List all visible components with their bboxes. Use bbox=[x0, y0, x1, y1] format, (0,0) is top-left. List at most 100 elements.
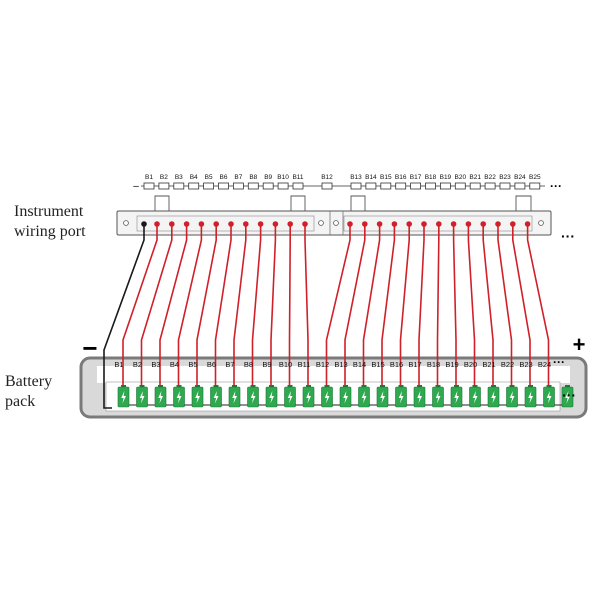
wire-b13 bbox=[344, 224, 366, 386]
fuse-16 bbox=[395, 182, 407, 190]
fuse-label: B12 bbox=[321, 174, 333, 181]
fuse-label: B15 bbox=[380, 174, 392, 181]
wire-b10 bbox=[288, 224, 291, 386]
wire-b22 bbox=[497, 224, 513, 386]
pin-dot bbox=[495, 221, 501, 227]
instrument-port bbox=[116, 195, 552, 236]
pack-label-line-2: pack bbox=[5, 393, 36, 410]
wire-b5 bbox=[196, 224, 217, 386]
cell-label: B9 bbox=[262, 360, 271, 369]
fuse-6 bbox=[218, 182, 229, 190]
cell-label: B3 bbox=[151, 360, 160, 369]
fuse-4 bbox=[188, 182, 200, 190]
wire-b17 bbox=[418, 224, 425, 386]
port-tab bbox=[350, 195, 366, 211]
wire-b8 bbox=[251, 224, 262, 386]
fuse-5 bbox=[203, 182, 215, 190]
wire-b2 bbox=[140, 224, 173, 386]
fuse-label: B24 bbox=[514, 174, 526, 181]
fuse-label: B22 bbox=[484, 174, 496, 181]
pin-dot bbox=[228, 221, 234, 227]
pin-dot bbox=[141, 221, 147, 227]
wire-b11 bbox=[304, 224, 309, 386]
fuse-label: B5 bbox=[205, 174, 213, 181]
pin-dot bbox=[213, 221, 219, 227]
cell-cap bbox=[565, 385, 570, 387]
cell-label: B11 bbox=[298, 360, 311, 369]
cell-label: B12 bbox=[316, 360, 329, 369]
fuse-13 bbox=[350, 182, 362, 190]
wire-harness bbox=[103, 221, 550, 409]
cell-label-ellipsis: ··· bbox=[553, 355, 565, 369]
cell-label: B24 bbox=[538, 360, 551, 369]
pin-dot bbox=[287, 221, 294, 227]
wire-negative bbox=[103, 224, 145, 409]
fuse-label: B10 bbox=[277, 174, 289, 181]
fuse-label: B21 bbox=[469, 174, 481, 181]
fuse-label: B13 bbox=[350, 174, 362, 181]
cell-cap bbox=[232, 385, 237, 387]
cell-label: B2 bbox=[133, 360, 142, 369]
cell-cap bbox=[528, 385, 533, 387]
wire-b15 bbox=[381, 224, 396, 386]
fuse-lead-dash: – bbox=[133, 181, 139, 192]
fuse-label: B18 bbox=[425, 174, 437, 181]
wire-b9 bbox=[270, 224, 277, 386]
port-screw bbox=[333, 220, 339, 226]
wire-b20 bbox=[467, 224, 476, 386]
polarity-marks: − + ··· ··· ··· ··· – bbox=[82, 179, 585, 403]
fuse-3 bbox=[173, 182, 185, 190]
fuse-label: B7 bbox=[234, 174, 242, 181]
cell-label: B18 bbox=[427, 360, 440, 369]
fuse-17 bbox=[410, 182, 422, 190]
cell-label: B7 bbox=[225, 360, 234, 369]
fuse-label: B23 bbox=[499, 174, 511, 181]
bolt-icon bbox=[546, 391, 552, 404]
port-header-left bbox=[136, 215, 315, 232]
cell-label: B15 bbox=[371, 360, 384, 369]
wire-b1 bbox=[122, 224, 158, 386]
wire-b12 bbox=[325, 224, 351, 386]
bolt-icon bbox=[121, 391, 126, 404]
wire-b21 bbox=[482, 224, 494, 386]
cell-label: B19 bbox=[445, 360, 458, 369]
port-screw bbox=[318, 220, 324, 226]
cell-cap bbox=[269, 385, 274, 387]
fuse-10 bbox=[277, 182, 289, 190]
cell-cap bbox=[306, 385, 311, 387]
bolt-icon bbox=[287, 391, 293, 404]
bolt-icon bbox=[472, 391, 478, 404]
cell-label: B8 bbox=[244, 360, 253, 369]
pin-dot bbox=[465, 221, 472, 227]
cell-label: B10 bbox=[279, 360, 292, 369]
fuse-label: B9 bbox=[264, 174, 272, 181]
bolt-icon bbox=[343, 391, 348, 404]
cell-cap bbox=[435, 385, 441, 387]
cell-cap bbox=[509, 385, 515, 387]
bolt-icon bbox=[306, 391, 311, 404]
fuse-label: B8 bbox=[249, 174, 257, 181]
cell-cap bbox=[213, 385, 219, 387]
cell-cap bbox=[176, 385, 182, 387]
pin-dot bbox=[257, 221, 264, 227]
bolt-icon bbox=[528, 391, 533, 404]
cell-cap bbox=[454, 385, 459, 387]
bolt-icon bbox=[139, 391, 145, 404]
pin-dot bbox=[169, 221, 175, 227]
fuse-label: B6 bbox=[220, 174, 228, 181]
fuse-2 bbox=[158, 182, 170, 190]
fuse-8 bbox=[247, 182, 259, 190]
pin-dot bbox=[183, 221, 190, 227]
bolt-icon bbox=[454, 391, 459, 404]
port-screw bbox=[538, 220, 544, 226]
port-tab bbox=[515, 195, 532, 211]
fuse-label: B16 bbox=[395, 174, 407, 181]
pack-label-line-1: Battery bbox=[5, 373, 53, 390]
cell-label: B20 bbox=[464, 360, 477, 369]
cell-label: B13 bbox=[334, 360, 347, 369]
pin-dot bbox=[524, 221, 531, 227]
cell-cap bbox=[158, 385, 163, 387]
fuse-21 bbox=[469, 182, 481, 190]
